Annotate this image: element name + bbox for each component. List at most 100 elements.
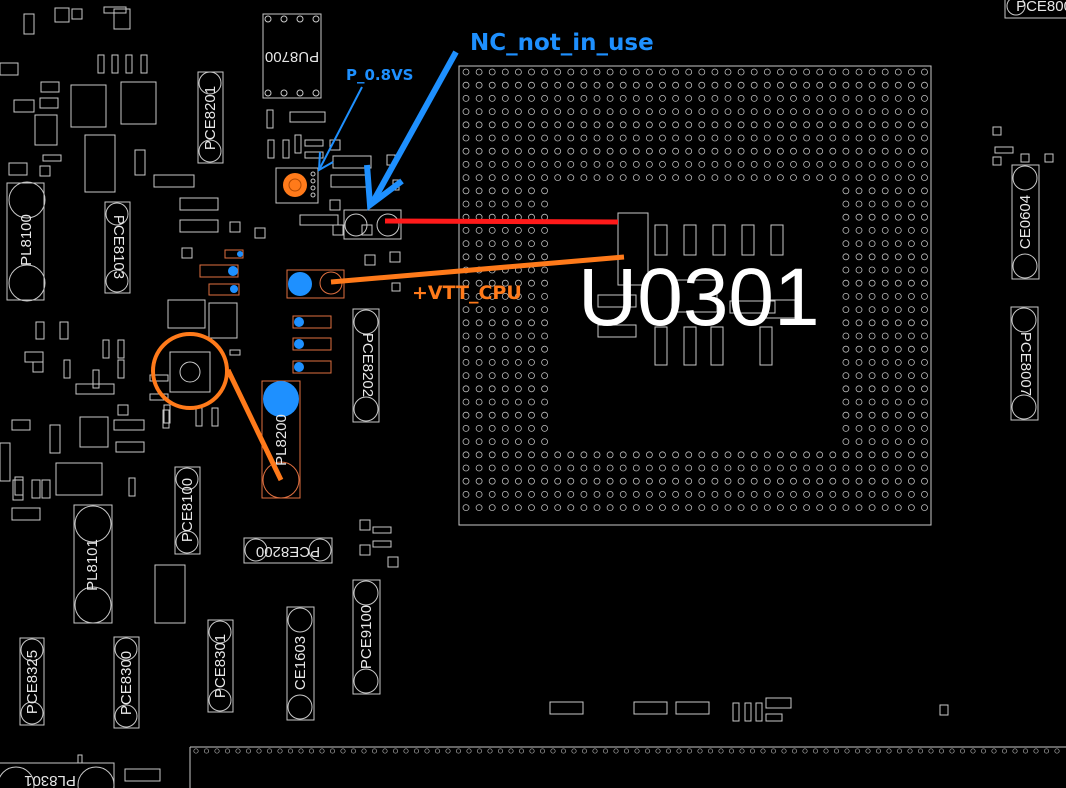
small-component bbox=[59, 321, 69, 340]
bga-ball bbox=[606, 464, 614, 472]
small-component bbox=[134, 149, 146, 176]
bga-ball bbox=[894, 358, 902, 366]
connector-pin bbox=[329, 748, 336, 754]
bga-ball bbox=[567, 68, 575, 76]
bga-ball bbox=[921, 160, 928, 168]
bga-ball bbox=[894, 213, 902, 221]
component-pce8325[interactable]: PCE8325 bbox=[19, 637, 45, 726]
component-ce1603[interactable]: CE1603 bbox=[286, 606, 315, 721]
component-pce8201[interactable]: PCE8201 bbox=[197, 71, 224, 164]
component-pl8301[interactable]: PL8301 bbox=[0, 762, 115, 788]
bga-ball bbox=[881, 68, 889, 76]
bga-ball bbox=[659, 95, 666, 102]
bga-ball bbox=[593, 174, 601, 182]
component-pce8100[interactable]: PCE8100 bbox=[174, 466, 201, 555]
component-pce8103[interactable]: PCE8103 bbox=[104, 201, 131, 294]
component-nc-cap[interactable] bbox=[343, 209, 402, 240]
bga-ball bbox=[842, 477, 850, 485]
connector-pin bbox=[1043, 748, 1050, 754]
component-pl8200[interactable]: PL8200 bbox=[261, 380, 301, 499]
bga-ball bbox=[475, 477, 483, 485]
component-pce8007[interactable]: PCE8007 bbox=[1010, 306, 1039, 421]
bga-ball bbox=[593, 95, 601, 102]
bga-ball bbox=[475, 253, 483, 261]
bga-ball bbox=[554, 477, 562, 485]
bga-ball bbox=[908, 345, 915, 353]
bga-ball bbox=[855, 438, 863, 446]
bga-ball bbox=[541, 345, 548, 353]
bga-ball bbox=[501, 108, 509, 115]
small-component bbox=[102, 339, 110, 359]
bga-ball bbox=[829, 134, 837, 142]
bga-ball bbox=[685, 174, 693, 182]
bga-ball bbox=[567, 95, 575, 102]
bga-ball bbox=[881, 451, 889, 459]
bga-ball bbox=[881, 490, 889, 498]
connector-pin bbox=[938, 748, 945, 754]
bga-ball bbox=[777, 174, 784, 182]
bga-ball bbox=[528, 292, 535, 300]
bga-ball bbox=[855, 147, 863, 155]
bga-ball bbox=[894, 81, 902, 89]
bga-ball bbox=[541, 95, 548, 102]
bga-ball bbox=[462, 81, 470, 89]
bga-ball bbox=[855, 306, 863, 314]
bga-ball bbox=[632, 464, 640, 472]
small-component bbox=[40, 81, 60, 93]
component-p08vs-cap[interactable] bbox=[275, 167, 319, 204]
bga-ball bbox=[541, 121, 548, 129]
small-component bbox=[111, 54, 119, 74]
bga-ball bbox=[921, 398, 928, 406]
bga-ball bbox=[619, 95, 627, 102]
bga-ball bbox=[855, 174, 863, 182]
bga-ball bbox=[763, 134, 771, 142]
component-label: PCE8200 bbox=[256, 543, 320, 560]
bga-ball bbox=[501, 438, 509, 446]
bga-ball bbox=[921, 95, 928, 102]
bga-ball bbox=[855, 266, 863, 274]
component-ce0604[interactable]: CE0604 bbox=[1011, 164, 1040, 280]
bga-ball bbox=[515, 121, 522, 129]
bga-ball bbox=[567, 108, 575, 115]
component-pu8700[interactable]: PU8700 bbox=[262, 13, 322, 99]
component-pl8101[interactable]: PL8101 bbox=[73, 504, 113, 624]
small-component bbox=[0, 442, 11, 482]
connector-pin bbox=[970, 748, 976, 754]
bga-ball bbox=[921, 306, 928, 314]
bga-ball bbox=[868, 240, 876, 248]
bga-ball bbox=[750, 490, 758, 498]
component-pl8100[interactable]: PL8100 bbox=[6, 181, 46, 302]
component-pce800[interactable]: PCE800 bbox=[1004, 0, 1066, 19]
bga-ball bbox=[908, 451, 915, 459]
component-pce8200[interactable]: PCE8200 bbox=[243, 537, 333, 564]
bga-ball bbox=[737, 81, 745, 89]
bga-ball bbox=[698, 490, 706, 498]
connector-pin bbox=[949, 748, 955, 754]
bga-ball bbox=[462, 279, 470, 287]
bga-ball bbox=[462, 68, 470, 76]
bga-ball bbox=[580, 477, 588, 485]
bga-ball bbox=[501, 187, 509, 195]
bga-ball bbox=[894, 424, 902, 432]
bga-ball bbox=[672, 160, 679, 168]
bga-ball bbox=[501, 95, 509, 102]
component-pce8202[interactable]: PCE8202 bbox=[352, 308, 380, 423]
bga-ball bbox=[554, 160, 562, 168]
component-pu8200-ic[interactable] bbox=[169, 351, 211, 393]
bga-ball bbox=[698, 464, 706, 472]
small-component bbox=[597, 324, 637, 338]
connector-pin bbox=[907, 748, 913, 754]
bga-ball bbox=[475, 174, 483, 182]
component-pce8300[interactable]: PCE8300 bbox=[113, 636, 140, 729]
bga-ball bbox=[868, 411, 876, 419]
bga-ball bbox=[737, 95, 745, 102]
bga-ball bbox=[750, 451, 758, 459]
bga-ball bbox=[501, 200, 509, 208]
bga-ball bbox=[646, 68, 653, 76]
bga-ball bbox=[737, 490, 745, 498]
bga-ball bbox=[816, 95, 824, 102]
bga-ball bbox=[567, 490, 575, 498]
component-pce9100[interactable]: PCE9100 bbox=[352, 579, 381, 695]
component-pce8301[interactable]: PCE8301 bbox=[207, 619, 234, 713]
